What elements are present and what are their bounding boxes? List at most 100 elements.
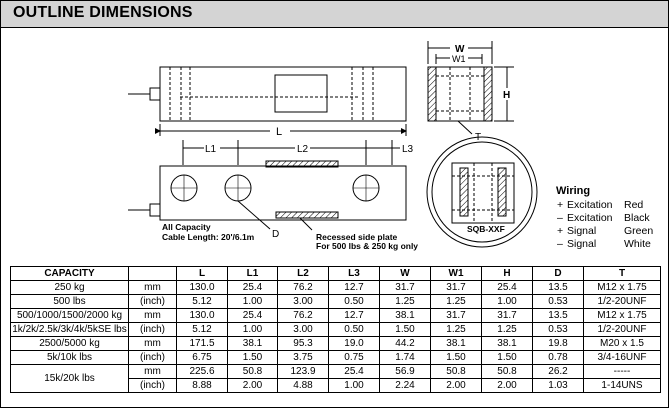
wiring-label: Signal xyxy=(567,225,596,237)
col-header-w: W xyxy=(379,266,431,281)
value-cell: 19.0 xyxy=(328,336,380,351)
value-cell: 3/4-16UNF xyxy=(583,350,661,365)
value-cell: 1.25 xyxy=(430,294,482,309)
value-cell: 130.0 xyxy=(176,308,228,323)
value-cell: 123.9 xyxy=(277,364,329,379)
side-view xyxy=(128,160,407,231)
page-title: OUTLINE DIMENSIONS xyxy=(13,4,193,21)
value-cell: 38.1 xyxy=(430,336,482,351)
col-header-w1: W1 xyxy=(430,266,482,281)
value-cell: 0.75 xyxy=(328,350,380,365)
value-cell: 25.4 xyxy=(328,364,380,379)
value-cell: 6.75 xyxy=(176,350,228,365)
value-cell: 56.9 xyxy=(379,364,431,379)
value-cell: 31.7 xyxy=(430,308,482,323)
value-cell: 13.5 xyxy=(532,280,584,295)
dim-label-d: D xyxy=(272,229,279,240)
unit-cell: (inch) xyxy=(128,294,177,309)
wiring-sign: – xyxy=(557,212,563,224)
wiring-sign: – xyxy=(557,238,563,250)
value-cell: 12.7 xyxy=(328,308,380,323)
value-cell: M12 x 1.75 xyxy=(583,308,661,323)
unit-cell: mm xyxy=(128,336,177,351)
value-cell: 4.88 xyxy=(277,378,329,393)
value-cell: 25.4 xyxy=(227,280,278,295)
unit-cell: mm xyxy=(128,308,177,323)
wiring-color: Green xyxy=(624,225,653,237)
value-cell: 31.7 xyxy=(481,308,533,323)
value-cell: 12.7 xyxy=(328,280,380,295)
wiring-list: + Excitation Red – Excitation Black + Si… xyxy=(557,199,653,250)
value-cell: 13.5 xyxy=(532,308,584,323)
dim-label-l1: L1 xyxy=(205,144,217,155)
unit-cell: mm xyxy=(128,280,177,295)
value-cell: 1/2-20UNF xyxy=(583,322,661,337)
value-cell: 1.25 xyxy=(379,294,431,309)
dim-label-l: L xyxy=(276,126,282,138)
end-view xyxy=(427,41,514,135)
capacity-cell: 2500/5000 kg xyxy=(10,336,129,351)
col-header-l2: L2 xyxy=(277,266,329,281)
value-cell: 50.8 xyxy=(430,364,482,379)
value-cell: 0.53 xyxy=(532,294,584,309)
capacity-cell: 500/1000/1500/2000 kg xyxy=(10,308,129,323)
value-cell: 19.8 xyxy=(532,336,584,351)
col-header-l: L xyxy=(176,266,228,281)
note-capacity: All Capacity xyxy=(162,222,211,232)
length-dimensions xyxy=(182,140,400,165)
value-cell: 44.2 xyxy=(379,336,431,351)
capacity-cell: 5k/10k lbs xyxy=(10,350,129,365)
value-cell: 2.00 xyxy=(227,378,278,393)
value-cell: 76.2 xyxy=(277,280,329,295)
value-cell: 31.7 xyxy=(379,280,431,295)
capacity-cell: 250 kg xyxy=(10,280,129,295)
front-view xyxy=(128,66,407,136)
value-cell: 225.6 xyxy=(176,364,228,379)
value-cell: 0.50 xyxy=(328,294,380,309)
value-cell: 1.25 xyxy=(481,322,533,337)
wiring-color: White xyxy=(624,238,651,250)
value-cell: 2.00 xyxy=(430,378,482,393)
value-cell: 38.1 xyxy=(379,308,431,323)
unit-cell: (inch) xyxy=(128,350,177,365)
value-cell: 130.0 xyxy=(176,280,228,295)
value-cell: 1-14UNS xyxy=(583,378,661,393)
value-cell: 2.24 xyxy=(379,378,431,393)
value-cell: 38.1 xyxy=(227,336,278,351)
wiring-color: Red xyxy=(624,199,643,211)
col-header-t: T xyxy=(583,266,661,281)
col-header-unit xyxy=(128,266,177,281)
value-cell: 8.88 xyxy=(176,378,228,393)
value-cell: 5.12 xyxy=(176,294,228,309)
col-header-l1: L1 xyxy=(227,266,278,281)
col-header-l3: L3 xyxy=(328,266,380,281)
value-cell: 0.53 xyxy=(532,322,584,337)
value-cell: 3.75 xyxy=(277,350,329,365)
value-cell: 3.00 xyxy=(277,294,329,309)
value-cell: 95.3 xyxy=(277,336,329,351)
note-cable: Cable Length: 20'/6.1m xyxy=(162,232,255,242)
value-cell: ----- xyxy=(583,364,661,379)
wiring-label: Excitation xyxy=(567,199,613,211)
dim-label-l2: L2 xyxy=(297,144,309,155)
value-cell: 1.50 xyxy=(481,350,533,365)
value-cell: 50.8 xyxy=(227,364,278,379)
value-cell: 0.50 xyxy=(328,322,380,337)
wiring-label: Signal xyxy=(567,238,596,250)
note-plate-capacity: For 500 lbs & 250 kg only xyxy=(316,241,418,251)
capacity-cell: 1k/2k/2.5k/3k/4k/5kSE lbs xyxy=(10,322,129,337)
table-header-row: CAPACITY L L1 L2 L3 W W1 H D T xyxy=(10,266,661,281)
unit-cell: mm xyxy=(128,364,177,379)
capacity-cell: 15k/20k lbs xyxy=(10,364,129,393)
value-cell: 2.00 xyxy=(481,378,533,393)
value-cell: 3.00 xyxy=(277,322,329,337)
value-cell: 0.78 xyxy=(532,350,584,365)
value-cell: 1.00 xyxy=(227,322,278,337)
value-cell: M20 x 1.5 xyxy=(583,336,661,351)
